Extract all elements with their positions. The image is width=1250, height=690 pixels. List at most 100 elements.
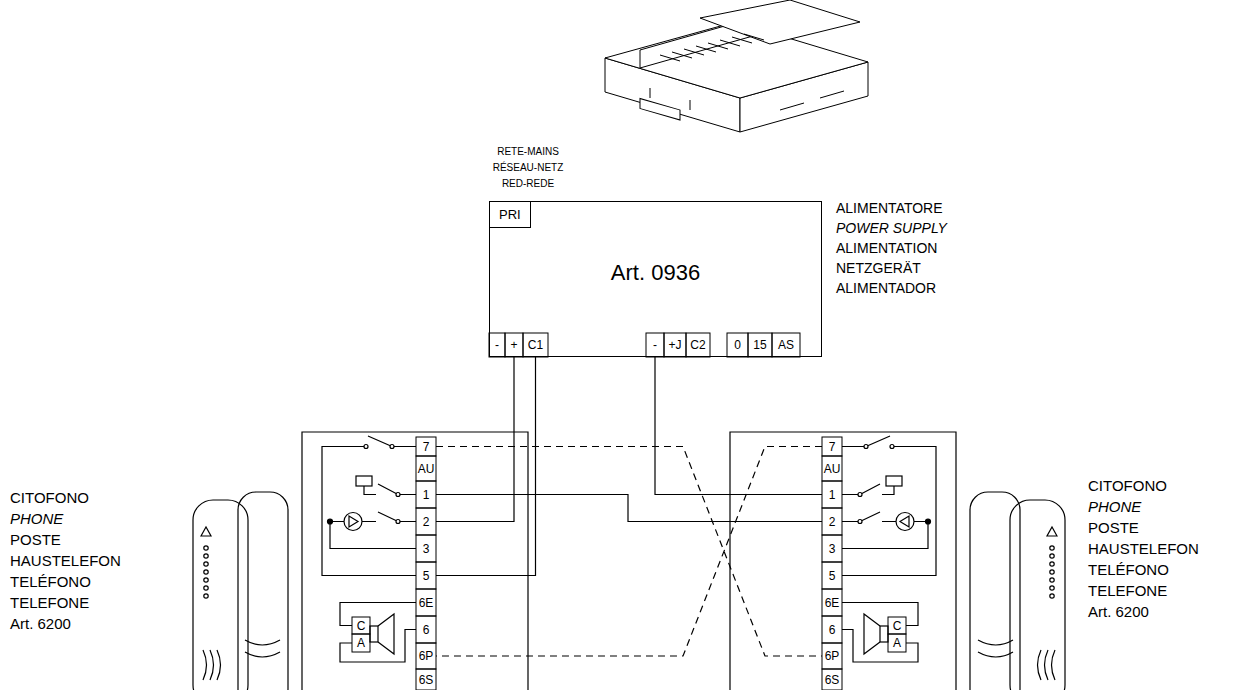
terminal-label: C1 xyxy=(528,339,543,351)
terminal-cell xyxy=(646,333,664,357)
terminal-label: - xyxy=(495,339,499,351)
terminal-label: 2 xyxy=(423,516,430,528)
terminal-label: AS xyxy=(778,339,794,351)
supply-caption: ALIMENTATORE xyxy=(836,201,943,215)
terminal-cell xyxy=(772,333,800,357)
dashed-wire xyxy=(436,447,822,657)
phone-left xyxy=(193,432,528,690)
terminal-cell xyxy=(888,634,906,652)
terminal-cell xyxy=(416,616,436,643)
terminal-cell xyxy=(888,617,906,634)
terminal-cell xyxy=(822,535,842,562)
supply-caption: ALIMENTATION xyxy=(836,241,937,255)
terminal-label: 1 xyxy=(423,489,430,501)
terminal-cell xyxy=(822,643,842,669)
phone-right xyxy=(730,432,1065,690)
terminal-label: 3 xyxy=(829,543,836,555)
mains-label: RÉSEAU-NETZ xyxy=(493,163,564,173)
wire xyxy=(655,357,822,495)
input-label: PRI xyxy=(490,202,531,228)
model-number: Art. 0936 xyxy=(611,262,700,284)
supply-caption: ALIMENTADOR xyxy=(836,281,936,295)
terminal-cell xyxy=(352,634,370,652)
terminal-cell xyxy=(416,643,436,669)
terminal-cell xyxy=(505,333,523,357)
phone-caption: CITOFONO xyxy=(1088,478,1167,493)
terminal-label: 6P xyxy=(419,650,434,662)
mains-label: RETE-MAINS xyxy=(497,147,559,157)
terminal-cell xyxy=(822,481,842,508)
terminal-cell xyxy=(523,333,548,357)
terminal-cell xyxy=(727,333,748,357)
phone-caption: Art. 6200 xyxy=(1088,604,1149,619)
terminal-label: 6E xyxy=(419,597,434,609)
terminal-label: 6 xyxy=(829,624,836,636)
terminal-label: 3 xyxy=(423,543,430,555)
terminal-label: C2 xyxy=(690,339,705,351)
terminal-cell xyxy=(489,333,505,357)
phone-caption: TELEFONE xyxy=(10,595,89,610)
terminal-cell xyxy=(352,617,370,634)
terminal-cell xyxy=(416,535,436,562)
terminal-label: 0 xyxy=(734,339,741,351)
terminal-cell xyxy=(822,437,842,456)
terminal-label: 5 xyxy=(423,570,430,582)
wires xyxy=(436,357,822,656)
power-supply-illustration xyxy=(605,0,868,132)
supply-caption: POWER SUPPLY xyxy=(836,221,947,235)
terminal-cell xyxy=(822,616,842,643)
wire xyxy=(436,357,536,576)
terminal-label: 6S xyxy=(825,674,840,686)
terminal-label: AU xyxy=(418,463,435,475)
phone-caption: TELEFONE xyxy=(1088,583,1167,598)
terminal-cell xyxy=(822,669,842,690)
speaker-pin: A xyxy=(893,637,901,649)
terminal-cell xyxy=(664,333,686,357)
terminal-cell xyxy=(416,437,436,456)
terminal-cell xyxy=(416,562,436,589)
phone-caption: PHONE xyxy=(1088,499,1141,514)
wire xyxy=(436,495,822,522)
terminal-cell xyxy=(822,456,842,481)
phone-caption: TELÉFONO xyxy=(10,574,91,589)
terminal-cell xyxy=(416,589,436,616)
phone-caption: POSTE xyxy=(10,532,61,547)
terminal-cell xyxy=(822,562,842,589)
terminal-label: 7 xyxy=(423,441,430,453)
terminal-label: 1 xyxy=(829,489,836,501)
terminal-cell xyxy=(822,508,842,535)
phone-caption: POSTE xyxy=(1088,520,1139,535)
dashed-wire xyxy=(436,447,822,657)
terminal-label: + xyxy=(510,339,517,351)
terminal-label: 6S xyxy=(419,674,434,686)
terminal-label: 6E xyxy=(825,597,840,609)
terminal-label: 5 xyxy=(829,570,836,582)
speaker-pin: C xyxy=(893,620,902,632)
terminal-cell xyxy=(822,589,842,616)
wire xyxy=(436,357,514,522)
phone-caption: CITOFONO xyxy=(10,490,89,505)
speaker-pin: C xyxy=(357,620,366,632)
phone-caption: HAUSTELEFON xyxy=(1088,541,1199,556)
terminal-label: AU xyxy=(824,463,841,475)
mains-label: RED-REDE xyxy=(502,179,554,189)
terminal-label: 6 xyxy=(423,624,430,636)
phone-caption: HAUSTELEFON xyxy=(10,553,121,568)
terminal-cell xyxy=(416,456,436,481)
supply-caption: NETZGERÄT xyxy=(836,261,921,275)
terminal-cells xyxy=(352,333,906,690)
terminal-cell xyxy=(416,508,436,535)
terminal-cell xyxy=(416,669,436,690)
terminal-label: - xyxy=(653,339,657,351)
terminal-cell xyxy=(748,333,772,357)
speaker-pin: A xyxy=(357,637,365,649)
terminal-label: 6P xyxy=(825,650,840,662)
power-supply-box: PRI Art. 0936 xyxy=(489,201,822,357)
terminal-label: 15 xyxy=(753,339,766,351)
terminal-label: 2 xyxy=(829,516,836,528)
terminal-label: +J xyxy=(668,339,681,351)
phone-caption: TELÉFONO xyxy=(1088,562,1169,577)
phone-caption: Art. 6200 xyxy=(10,616,71,631)
